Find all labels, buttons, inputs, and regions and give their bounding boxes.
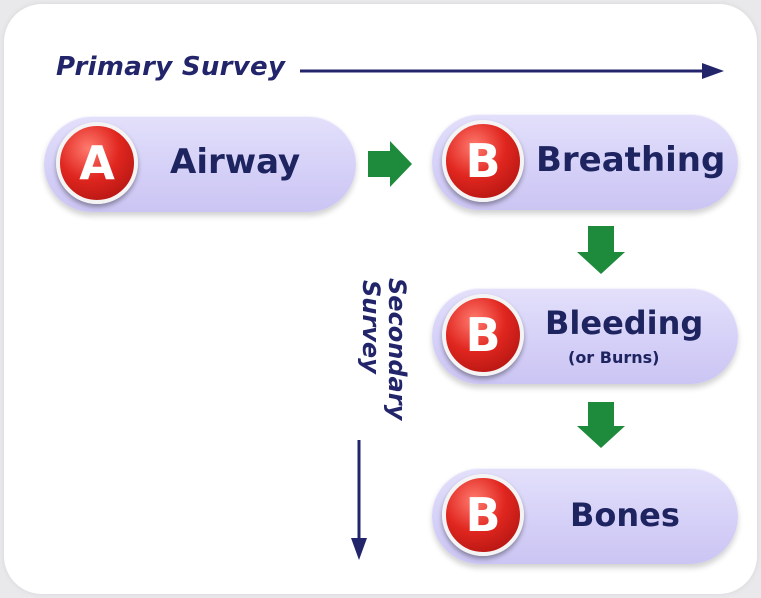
primary-survey-title: Primary Survey [56, 52, 286, 82]
step-bones-label: Bones [570, 496, 680, 534]
step-bleeding-sublabel: (or Burns) [568, 348, 660, 367]
flow-arrow-down-1 [577, 226, 625, 274]
secondary-survey-arrow [351, 440, 367, 560]
step-airway-label: Airway [170, 142, 301, 182]
badge-b-bones: B [442, 474, 524, 556]
badge-b-bleeding: B [442, 294, 524, 376]
flow-arrow-right [368, 141, 412, 187]
badge-b-breathing: B [442, 120, 524, 202]
primary-survey-arrow [300, 63, 724, 79]
flow-arrow-down-2 [577, 402, 625, 448]
step-bleeding-label: Bleeding [545, 304, 704, 342]
badge-a: A [56, 122, 138, 204]
step-breathing-label: Breathing [536, 140, 726, 180]
